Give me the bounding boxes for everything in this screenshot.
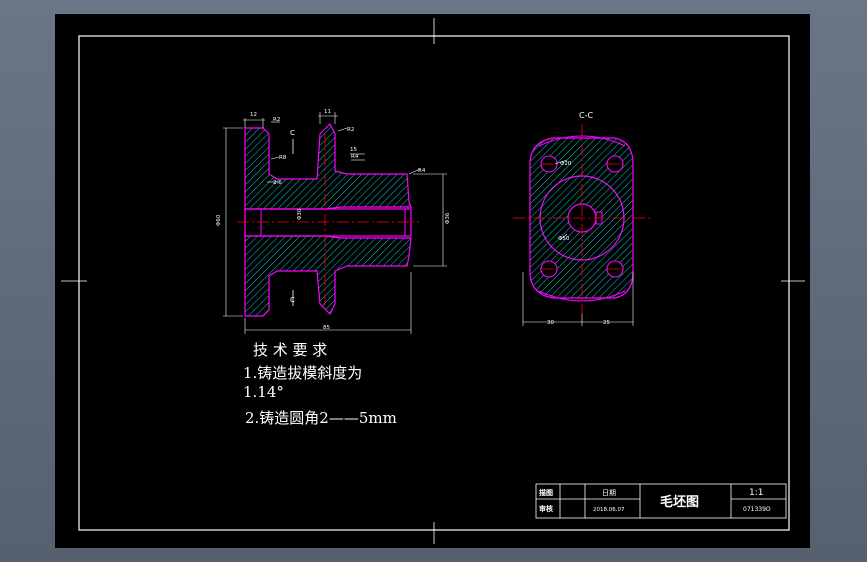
title-code: 071339O: [743, 506, 771, 513]
dim-d7: R8: [279, 155, 287, 161]
technical-requirements: 技 术 要 求 1.铸造拔模斜度为 1.14° 2.铸造圆角2——5mm: [243, 341, 397, 427]
tech-req-line2: 1.14°: [243, 383, 284, 401]
title-drawing-name: 毛坯图: [660, 494, 699, 510]
side-center-lines: [513, 124, 651, 314]
dim-d4: R2: [347, 127, 354, 133]
dim-d11: Φ30: [297, 208, 303, 220]
title-checked-by: 审核: [539, 504, 553, 513]
title-drawn-by: 描图: [539, 488, 553, 497]
dim-d3: 11: [324, 109, 331, 115]
dim-d9: 2.6: [273, 180, 282, 186]
title-date-value: 2018.06.07: [593, 507, 625, 513]
bore-outline: [244, 208, 412, 237]
dim-d1: 12: [250, 112, 257, 118]
dim-d8: R4: [418, 168, 426, 174]
cut-marker-bottom: C: [290, 296, 295, 304]
inner-border: [78, 35, 790, 531]
drawing-frame: [61, 18, 805, 544]
dim-d14: Φ20: [560, 161, 572, 167]
drawing-canvas: C C: [61, 18, 805, 544]
title-block: 描图 审核 日期 2018.06.07 毛坯图 1:1 071339O: [535, 483, 787, 519]
dim-d13: 85: [323, 325, 330, 331]
section-label: C-C: [579, 111, 593, 120]
dim-d15: Φ50: [558, 236, 570, 242]
side-dimension-text: Φ20 Φ50 30 25: [547, 161, 610, 326]
front-section-view: C C: [216, 109, 451, 334]
section-c-c-view: C-C: [513, 111, 651, 326]
front-dimension-text: 12 R2 11 R2 15 R4 R8 R4 2.6 Φ60 Φ30 Φ36 …: [216, 109, 451, 331]
tech-req-line3: 2.铸造圆角2——5mm: [245, 409, 397, 427]
front-dimensions: [223, 112, 447, 334]
tech-req-heading: 技 术 要 求: [253, 341, 327, 359]
dim-d12: Φ36: [445, 212, 451, 224]
title-scale: 1:1: [749, 488, 763, 498]
dim-d5: 15: [350, 147, 357, 153]
dim-d17: 25: [603, 320, 610, 326]
title-date-label: 日期: [602, 489, 616, 497]
dim-d16: 30: [547, 320, 554, 326]
section-hatching: [244, 122, 412, 317]
drawing-sheet: C C: [55, 14, 810, 548]
dim-d2: R2: [273, 117, 280, 123]
cut-marker-top: C: [290, 129, 295, 137]
tech-req-line1: 1.铸造拔模斜度为: [243, 364, 362, 382]
dim-d6: R4: [351, 154, 359, 160]
dim-d10: Φ60: [216, 214, 222, 226]
side-dimensions: [522, 159, 634, 326]
